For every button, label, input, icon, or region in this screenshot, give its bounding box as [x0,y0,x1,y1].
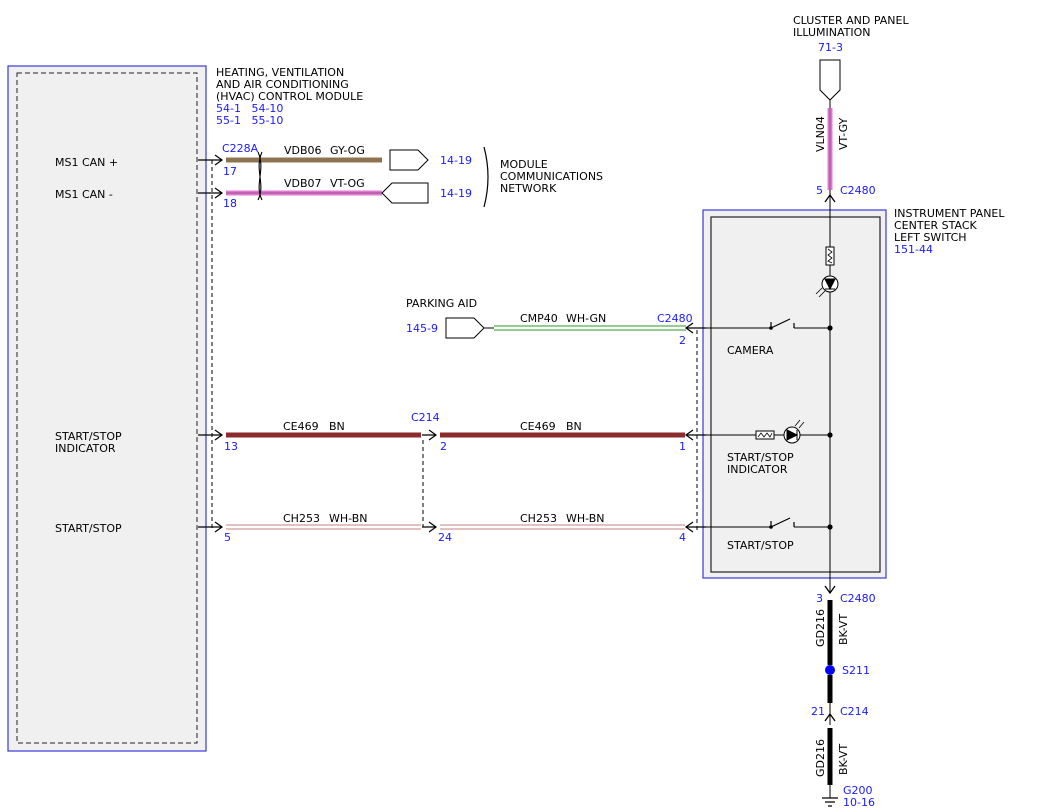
cluster-label-2: ILLUMINATION [793,26,871,39]
c228a-pin-18: 18 [223,197,237,210]
splice-label[interactable]: S211 [842,664,870,677]
network-label-3: NETWORK [500,182,557,195]
ch253-circuit-a: CH253 [283,512,320,525]
switch-pin-arrows [684,322,706,533]
switch-ref[interactable]: 151-44 [894,243,933,256]
switch-name-2: CENTER STACK [894,219,978,232]
cluster-ref[interactable]: 71-3 [818,41,843,54]
pin-label-ms1-can-minus: MS1 CAN - [55,188,113,201]
network-label-1: MODULE [500,158,548,171]
c2480-label-top[interactable]: C2480 [840,184,876,197]
switch-name-1: INSTRUMENT PANEL [894,207,1005,220]
vdb07-circuit: VDB07 [284,177,322,190]
camera-switch-pivot [769,326,773,330]
cluster-label-1: CLUSTER AND PANEL [793,14,909,27]
gd216-color-b: BK-VT [837,744,850,775]
hvac-name-1: HEATING, VENTILATION [216,66,344,79]
switch-name-3: LEFT SWITCH [894,231,967,244]
net-ref-a[interactable]: 14-19 [440,154,472,167]
cluster-flag-icon [819,59,841,101]
vdb07-color: VT-OG [330,177,365,190]
switch-pin-4: 4 [679,531,686,544]
c214-label-bottom[interactable]: C214 [840,705,869,718]
vdb06-color: GY-OG [330,144,365,157]
node-start-stop [827,524,833,530]
node-indicator [827,432,833,438]
vdb06-circuit: VDB06 [284,144,322,157]
ch253-color-a: WH-BN [329,512,368,525]
c2480-bottom-arrow [824,585,836,595]
hvac-module-inner [16,72,198,744]
node-camera [827,325,833,331]
start-stop-switch-pivot [769,525,773,529]
splice-s211[interactable] [825,665,835,675]
network-brace [483,146,489,208]
network-label-2: COMMUNICATIONS [500,170,603,183]
ce469-circuit-a: CE469 [283,420,319,433]
c214-pin-21: 21 [811,705,825,718]
switch-module-inner [710,216,881,573]
pin-label-ms1-can-plus: MS1 CAN + [55,156,118,169]
hvac-name-2: AND AIR CONDITIONING [216,78,349,91]
ground-ref[interactable]: 10-16 [843,796,875,809]
net-flag-b-icon [381,182,429,204]
ss-switch-label: START/STOP [727,539,794,552]
c214-pin-2: 2 [440,440,447,453]
parking-aid-label: PARKING AID [406,297,477,310]
vln04-color: VT-GY [837,117,850,150]
net-ref-b[interactable]: 14-19 [440,187,472,200]
hvac-ref-1[interactable]: 54-1 54-10 [216,102,283,115]
ch253-color-b: WH-BN [566,512,605,525]
pin-label-ss-indicator-1: START/STOP [55,430,122,443]
hvac-ref-2[interactable]: 55-1 55-10 [216,114,283,127]
hvac-pin-arrows [198,154,224,533]
twisted-pair-icon [257,151,263,201]
parking-aid-flag-icon [445,317,485,339]
c214-arrows [422,429,438,533]
c2480-label-mid[interactable]: C2480 [657,312,693,325]
switch-pin-2: 2 [679,334,686,347]
ch253-circuit-b: CH253 [520,512,557,525]
switch-pin-5: 5 [816,184,823,197]
c214-label[interactable]: C214 [411,411,440,424]
c228a-pin-17: 17 [223,165,237,178]
illum-led-diode [824,278,836,291]
hvac-pin-5: 5 [224,531,231,544]
switch-pin-3: 3 [816,592,823,605]
switch-pin-1: 1 [679,440,686,453]
indicator-led-diode [786,429,799,441]
gd216-color-a: BK-VT [837,614,850,645]
hvac-module-outline [7,65,207,752]
ss-indicator-label-2: INDICATOR [727,463,788,476]
ce469-color-b: BN [566,420,582,433]
ce469-circuit-b: CE469 [520,420,556,433]
camera-label: CAMERA [727,344,774,357]
vln04-circuit: VLN04 [814,116,827,152]
gd216-circuit-b: GD216 [814,739,827,777]
hvac-name-3: (HVAC) CONTROL MODULE [216,90,363,103]
pin-label-ss-indicator-2: INDICATOR [55,442,116,455]
ss-indicator-label-1: START/STOP [727,451,794,464]
c2480-label-bottom[interactable]: C2480 [840,592,876,605]
cmp40-circuit: CMP40 [520,312,558,325]
switch-module-outline [702,209,887,579]
net-flag-a-icon [389,149,429,171]
hvac-pin-13: 13 [224,440,238,453]
c228a-label[interactable]: C228A [222,142,259,155]
c214-pin-24: 24 [438,531,452,544]
parking-aid-ref[interactable]: 145-9 [406,322,438,335]
illum-resistor-zigzag [827,248,833,264]
indicator-led-rays [794,419,805,429]
ce469-color-a: BN [329,420,345,433]
ground-label[interactable]: G200 [843,784,873,797]
ground-symbol-icon [822,797,838,807]
illum-led-rays [815,287,826,298]
gd216-circuit-a: GD216 [814,609,827,647]
pin-label-start-stop: START/STOP [55,522,122,535]
indicator-resistor-zigzag [757,432,773,438]
cmp40-color: WH-GN [566,312,606,325]
